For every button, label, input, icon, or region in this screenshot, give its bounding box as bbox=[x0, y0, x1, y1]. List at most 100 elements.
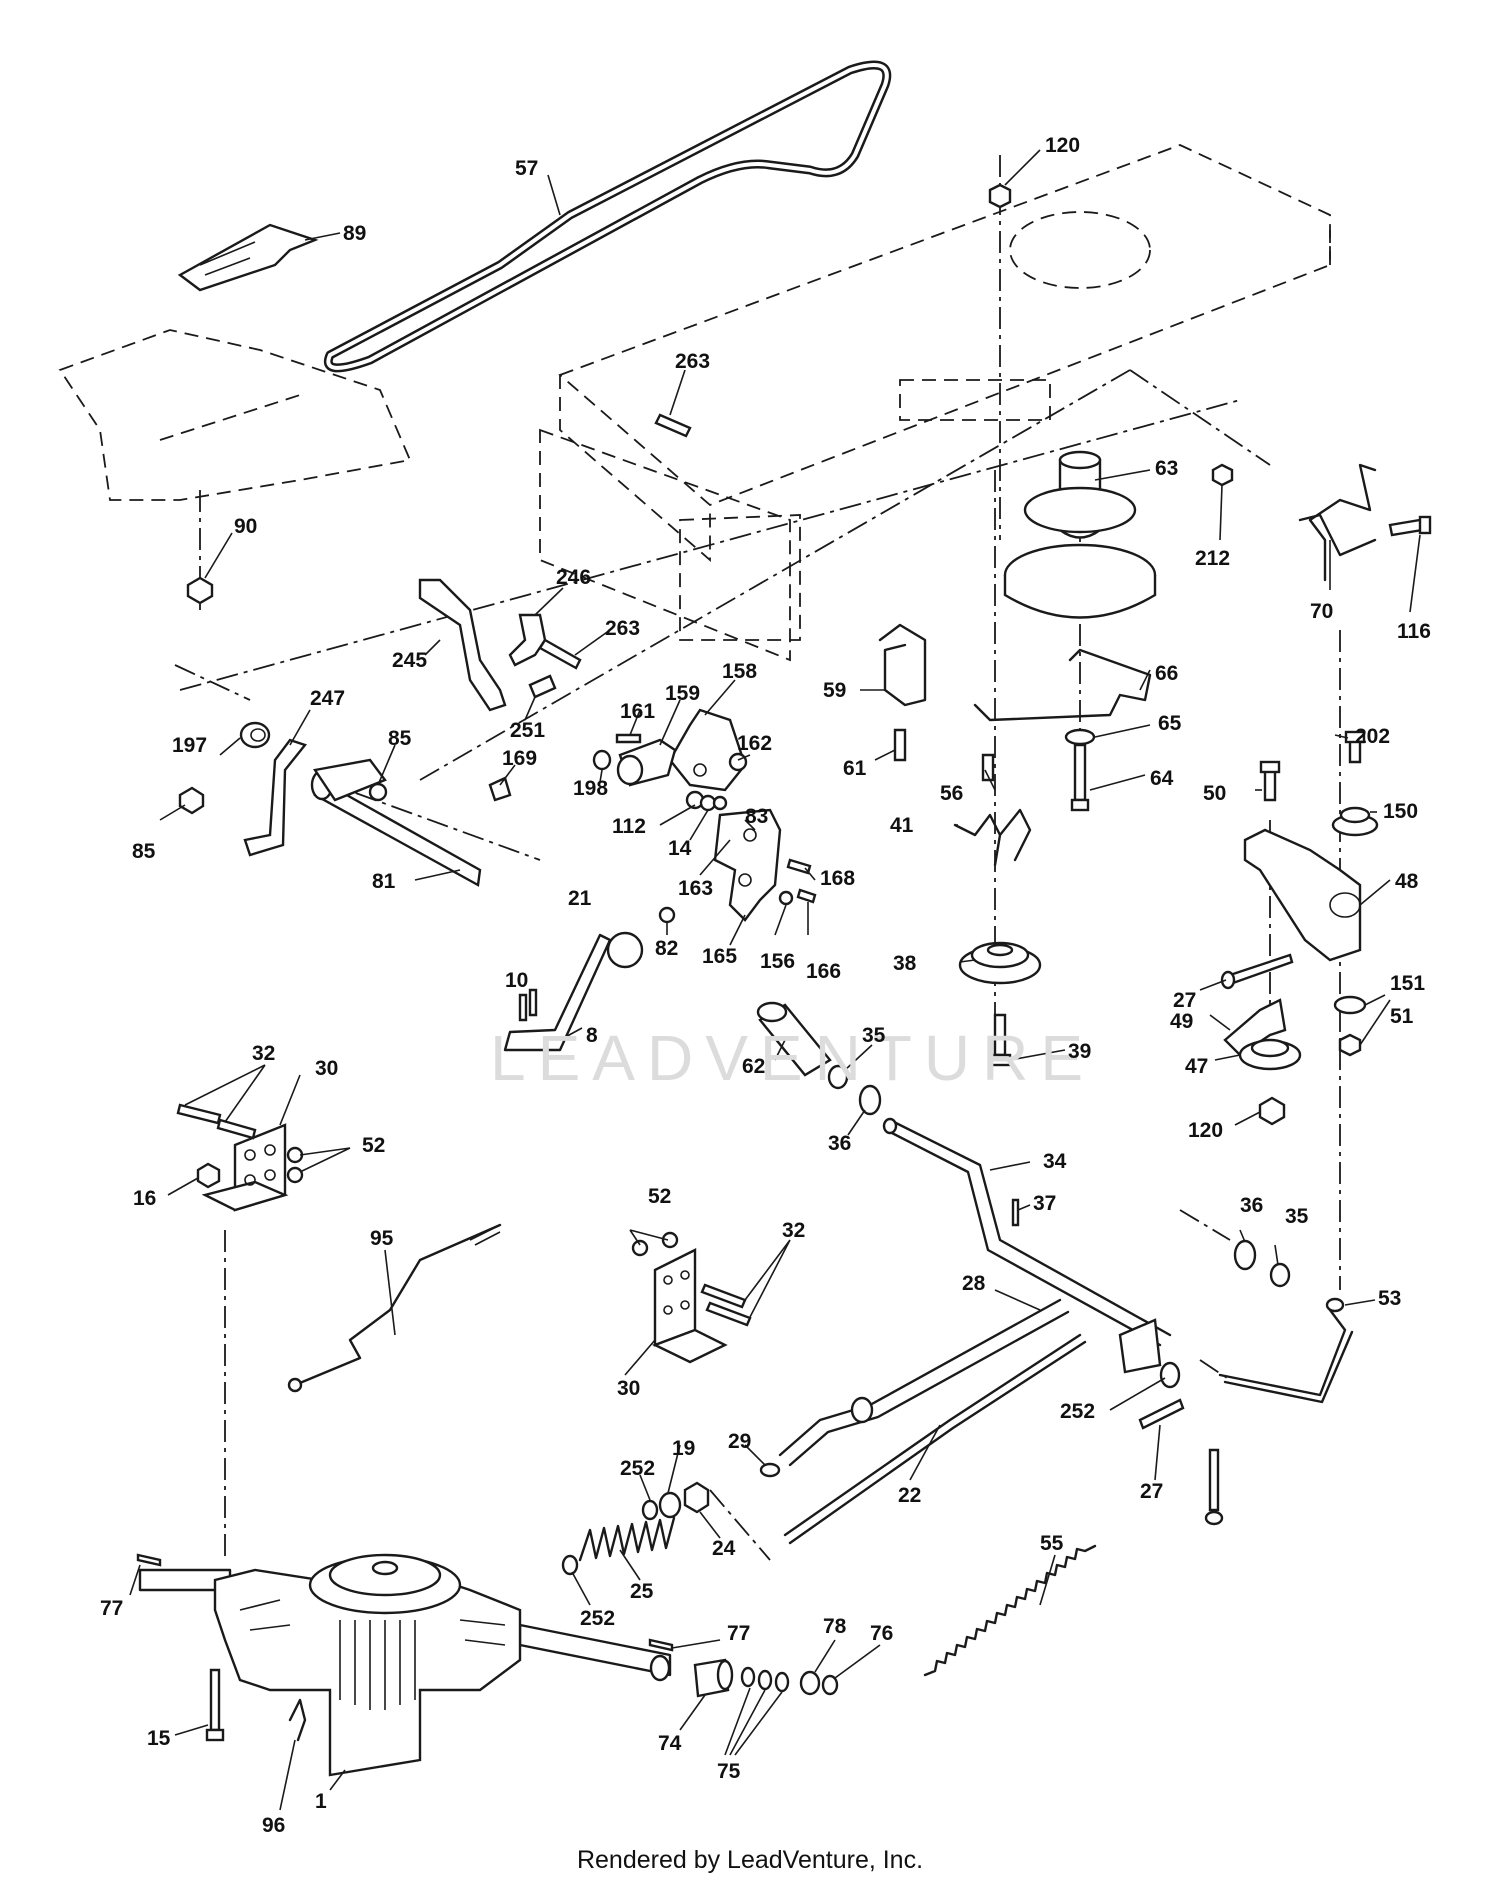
part-spring-55 bbox=[923, 1544, 1097, 1677]
part-bracket-30-upper bbox=[201, 1123, 289, 1212]
callout-47: 47 bbox=[1185, 1055, 1208, 1078]
callout-212: 212 bbox=[1195, 547, 1230, 570]
callout-252-bottom: 252 bbox=[580, 1607, 615, 1630]
callout-30-lower: 30 bbox=[617, 1377, 640, 1400]
callout-25: 25 bbox=[630, 1580, 654, 1603]
part-bolt-263 bbox=[528, 413, 692, 699]
part-bolt-27-lower bbox=[1138, 1398, 1224, 1526]
callout-202: 202 bbox=[1355, 725, 1390, 748]
part-spring-clip-41 bbox=[953, 808, 1032, 867]
part-bracket-246 bbox=[508, 613, 547, 667]
callout-150: 150 bbox=[1383, 800, 1418, 823]
callout-263-top: 263 bbox=[675, 350, 710, 373]
part-pulley-47 bbox=[1238, 1038, 1302, 1071]
callout-32-upper: 32 bbox=[252, 1042, 275, 1065]
part-nut-90 bbox=[186, 576, 214, 605]
callout-10: 10 bbox=[505, 969, 528, 992]
part-bolt-61 bbox=[893, 728, 907, 762]
part-lever-247 bbox=[243, 738, 308, 857]
callout-112: 112 bbox=[612, 815, 646, 838]
callout-36-right: 36 bbox=[1240, 1194, 1263, 1217]
part-shield-89 bbox=[177, 223, 319, 292]
part-bolt-116 bbox=[1388, 515, 1432, 537]
callout-120-top: 120 bbox=[1045, 134, 1080, 157]
part-nut-162 bbox=[728, 752, 748, 772]
footer-credit: Rendered by LeadVenture, Inc. bbox=[576, 1846, 924, 1874]
part-bolt-161 bbox=[615, 733, 642, 744]
part-spacer-62 bbox=[756, 1001, 832, 1077]
callout-14: 14 bbox=[668, 837, 692, 860]
part-transaxle-1 bbox=[138, 1553, 672, 1777]
callout-158: 158 bbox=[722, 660, 757, 683]
part-shaft-34 bbox=[882, 1117, 1172, 1347]
part-washer-65 bbox=[1064, 728, 1096, 746]
callout-197: 197 bbox=[172, 734, 207, 757]
part-lever-8 bbox=[503, 933, 612, 1052]
callout-50: 50 bbox=[1203, 782, 1226, 805]
part-bolt-64 bbox=[1070, 743, 1090, 812]
callout-66: 66 bbox=[1155, 662, 1178, 685]
callout-19: 19 bbox=[672, 1437, 695, 1460]
part-nut-19 bbox=[658, 1491, 682, 1519]
callout-90: 90 bbox=[234, 515, 257, 538]
part-bolt-50 bbox=[1259, 760, 1281, 802]
callout-166: 166 bbox=[806, 960, 841, 983]
callout-74: 74 bbox=[658, 1732, 682, 1755]
part-pin-37 bbox=[1011, 1198, 1020, 1227]
part-nut-120-lower bbox=[1258, 1096, 1286, 1126]
drive-belt bbox=[324, 60, 892, 373]
callout-57: 57 bbox=[515, 157, 538, 180]
part-bolt-27 bbox=[1220, 953, 1294, 990]
callout-29: 29 bbox=[728, 1430, 751, 1453]
callout-83: 83 bbox=[745, 805, 768, 828]
callout-151: 151 bbox=[1390, 972, 1425, 995]
part-knob-21 bbox=[606, 931, 644, 969]
callout-8: 8 bbox=[586, 1024, 598, 1047]
callout-75: 75 bbox=[717, 1760, 741, 1783]
part-rod-22 bbox=[783, 1333, 1087, 1545]
part-end-29 bbox=[759, 1462, 781, 1478]
part-plate-158 bbox=[668, 708, 747, 792]
callout-28: 28 bbox=[962, 1272, 986, 1295]
callout-245: 245 bbox=[392, 649, 427, 672]
callout-27-lower: 27 bbox=[1140, 1480, 1163, 1503]
callout-53: 53 bbox=[1378, 1287, 1401, 1310]
part-bushing-197 bbox=[239, 721, 271, 749]
callout-78: 78 bbox=[823, 1615, 847, 1638]
callout-116: 116 bbox=[1397, 620, 1431, 643]
callout-36: 36 bbox=[828, 1132, 851, 1155]
callout-168: 168 bbox=[820, 867, 855, 890]
callout-51: 51 bbox=[1390, 1005, 1414, 1028]
part-bracket-30-lower bbox=[651, 1248, 728, 1364]
callout-56: 56 bbox=[940, 782, 963, 805]
part-nuts-52-lower bbox=[631, 1231, 679, 1257]
part-nut-120 bbox=[988, 183, 1012, 209]
callout-21: 21 bbox=[568, 887, 592, 910]
part-bolt-56 bbox=[981, 753, 995, 782]
part-washers-75 bbox=[740, 1666, 790, 1693]
part-washer-76 bbox=[821, 1674, 839, 1696]
part-shaft-81 bbox=[310, 758, 482, 887]
part-keys-77 bbox=[136, 1553, 674, 1652]
callout-30-upper: 30 bbox=[315, 1057, 338, 1080]
callout-39: 39 bbox=[1068, 1040, 1091, 1063]
callout-32-lower: 32 bbox=[782, 1219, 805, 1242]
part-bolts-32-lower bbox=[700, 1283, 752, 1327]
part-washer-35-right bbox=[1269, 1262, 1291, 1288]
callout-251: 251 bbox=[510, 719, 545, 742]
callout-55: 55 bbox=[1040, 1532, 1064, 1555]
callout-65: 65 bbox=[1158, 712, 1182, 735]
part-bushing-150 bbox=[1331, 806, 1379, 837]
callout-247: 247 bbox=[310, 687, 345, 710]
callout-38: 38 bbox=[893, 952, 917, 975]
part-rod-66 bbox=[973, 648, 1152, 722]
callout-156: 156 bbox=[760, 950, 795, 973]
part-pulley-63 bbox=[1003, 450, 1157, 619]
alignment-lines bbox=[174, 155, 1341, 1561]
callout-169: 169 bbox=[502, 747, 537, 770]
part-nut-24 bbox=[683, 1481, 710, 1514]
callout-252-top: 252 bbox=[620, 1457, 655, 1480]
callout-48: 48 bbox=[1395, 870, 1419, 893]
callout-77-left: 77 bbox=[100, 1597, 123, 1620]
part-nuts-52-upper bbox=[286, 1146, 304, 1184]
